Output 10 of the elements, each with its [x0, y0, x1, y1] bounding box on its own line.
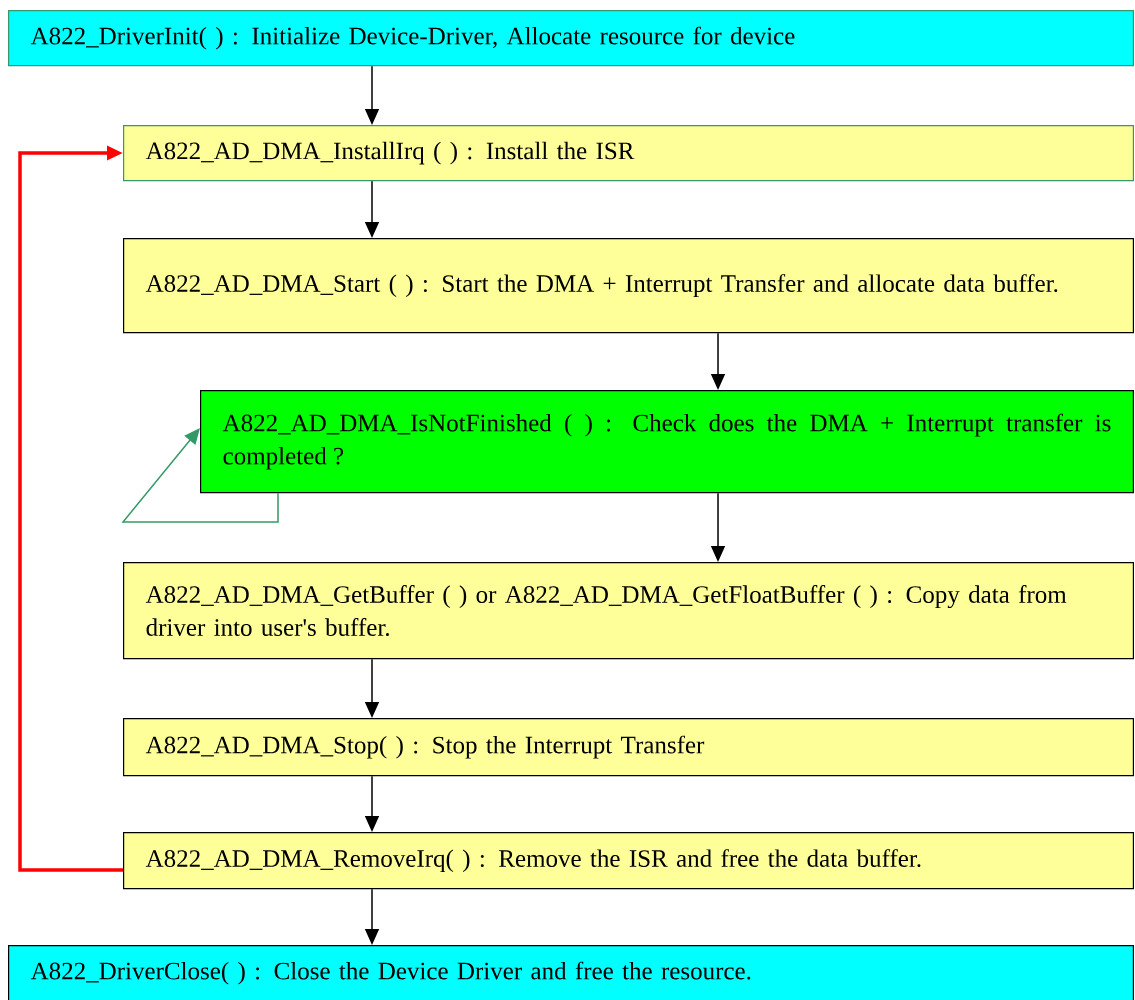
loop-arrow [121, 428, 279, 523]
process-box: A822_AD_DMA_GetBuffer ( ) or A822_AD_DMA_GetFloatBuffer ( ) : Copy data from driver into user's buffer. [123, 562, 1134, 660]
arrow [18, 145, 123, 872]
process-box: A822_AD_DMA_InstallIrq ( ) : Install the ISR [123, 125, 1134, 182]
check-box: A822_AD_DMA_IsNotFinished ( ) : Check does the DMA + Interrupt transfer is completed ? [200, 390, 1134, 494]
process-box: A822_AD_DMA_Stop( ) : Stop the Interrupt Transfer [123, 718, 1134, 777]
process-box: A822_AD_DMA_Start ( ) : Start the DMA + Interrupt Transfer and allocate data buffer. [123, 238, 1134, 334]
terminal-box: A822_DriverClose( ) : Close the Device Driver and free the resource. [8, 945, 1134, 1000]
process-box: A822_AD_DMA_RemoveIrq( ) : Remove the ISR and free the data buffer. [123, 832, 1134, 890]
terminal-box: A822_DriverInit( ) : Initialize Device-Driver, Allocate resource for device [8, 10, 1134, 67]
